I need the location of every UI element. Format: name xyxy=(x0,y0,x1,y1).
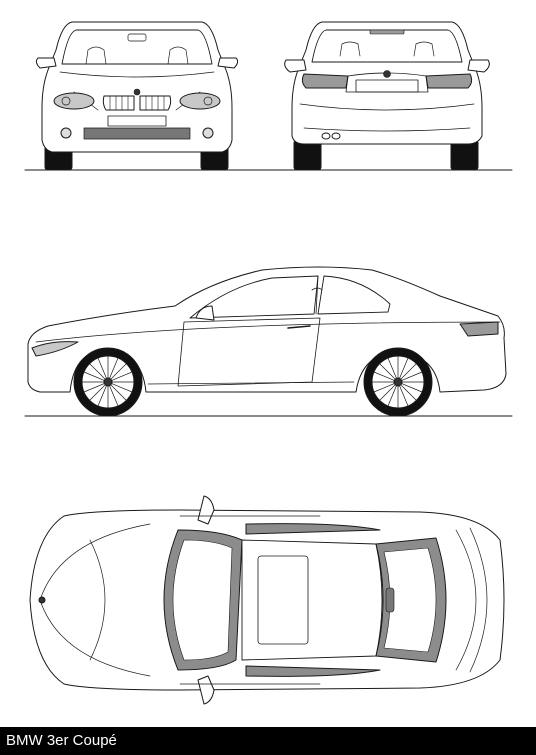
side-taillight xyxy=(460,322,498,336)
fog-light-right xyxy=(203,128,213,138)
side-window-strip-right xyxy=(246,666,380,676)
bmw-roundel-icon xyxy=(394,378,402,386)
rear-license-plate xyxy=(356,80,418,92)
top-mirror-right xyxy=(198,676,214,704)
door-outline xyxy=(178,318,320,386)
door-handle xyxy=(288,326,310,328)
taillight-right xyxy=(426,74,472,88)
bmw-roundel-icon xyxy=(39,597,45,603)
front-view xyxy=(25,22,512,170)
bmw-roundel-icon xyxy=(384,71,391,78)
front-lower-intake xyxy=(84,128,190,139)
sill-line xyxy=(148,382,354,384)
headlight-ring-icon xyxy=(204,97,212,105)
exhaust-pipe-left xyxy=(322,133,330,139)
headlight-ring-icon xyxy=(62,97,70,105)
rear-mirror-right xyxy=(468,60,489,72)
side-window-strip-left xyxy=(246,524,380,534)
front-windshield xyxy=(62,30,212,64)
rear-headrest-right xyxy=(414,42,434,56)
door-lines xyxy=(180,516,320,684)
top-view xyxy=(30,496,504,704)
rear-bumper-line xyxy=(300,104,474,131)
exhaust-pipe-right xyxy=(332,133,340,139)
rear-window xyxy=(312,30,462,62)
rear-mirror-left xyxy=(285,60,306,72)
front-mirror-left xyxy=(36,58,56,68)
front-headlight-right xyxy=(180,93,220,109)
third-brake-light xyxy=(370,30,404,34)
front-license-plate xyxy=(108,116,166,126)
front-seat-right xyxy=(168,47,188,64)
shoulder-line xyxy=(36,322,500,342)
taillight-left xyxy=(302,74,348,88)
b-pillar xyxy=(312,276,322,314)
rear-headrest-left xyxy=(340,42,360,56)
roof xyxy=(242,540,382,660)
model-caption: BMW 3er Coupé xyxy=(6,732,117,749)
front-body-outline xyxy=(42,22,232,152)
rear-view-mirror xyxy=(128,34,146,41)
fog-light-left xyxy=(61,128,71,138)
rear-view xyxy=(285,22,490,170)
side-headlight xyxy=(32,342,78,356)
windshield-inner xyxy=(173,540,232,660)
front-headlight-left xyxy=(54,93,94,109)
top-mirror-left xyxy=(198,496,214,524)
antenna-fin xyxy=(386,588,394,612)
caption-bar: BMW 3er Coupé xyxy=(0,727,536,755)
kidney-grille-left xyxy=(103,96,134,110)
hood-lines xyxy=(40,524,150,676)
front-seat-left xyxy=(86,47,106,64)
side-view xyxy=(25,267,512,416)
trunk-lid xyxy=(346,73,428,92)
side-mirror xyxy=(196,306,214,320)
rear-quarter-window xyxy=(318,276,390,314)
bmw-roundel-icon xyxy=(104,378,112,386)
bmw-roundel-icon xyxy=(134,89,140,95)
sunroof xyxy=(258,556,308,644)
trunk-lines xyxy=(456,528,487,672)
front-mirror-right xyxy=(218,58,238,68)
rear-window-inner xyxy=(384,548,436,652)
grille-bars xyxy=(110,96,164,110)
kidney-grille-right xyxy=(140,96,171,110)
